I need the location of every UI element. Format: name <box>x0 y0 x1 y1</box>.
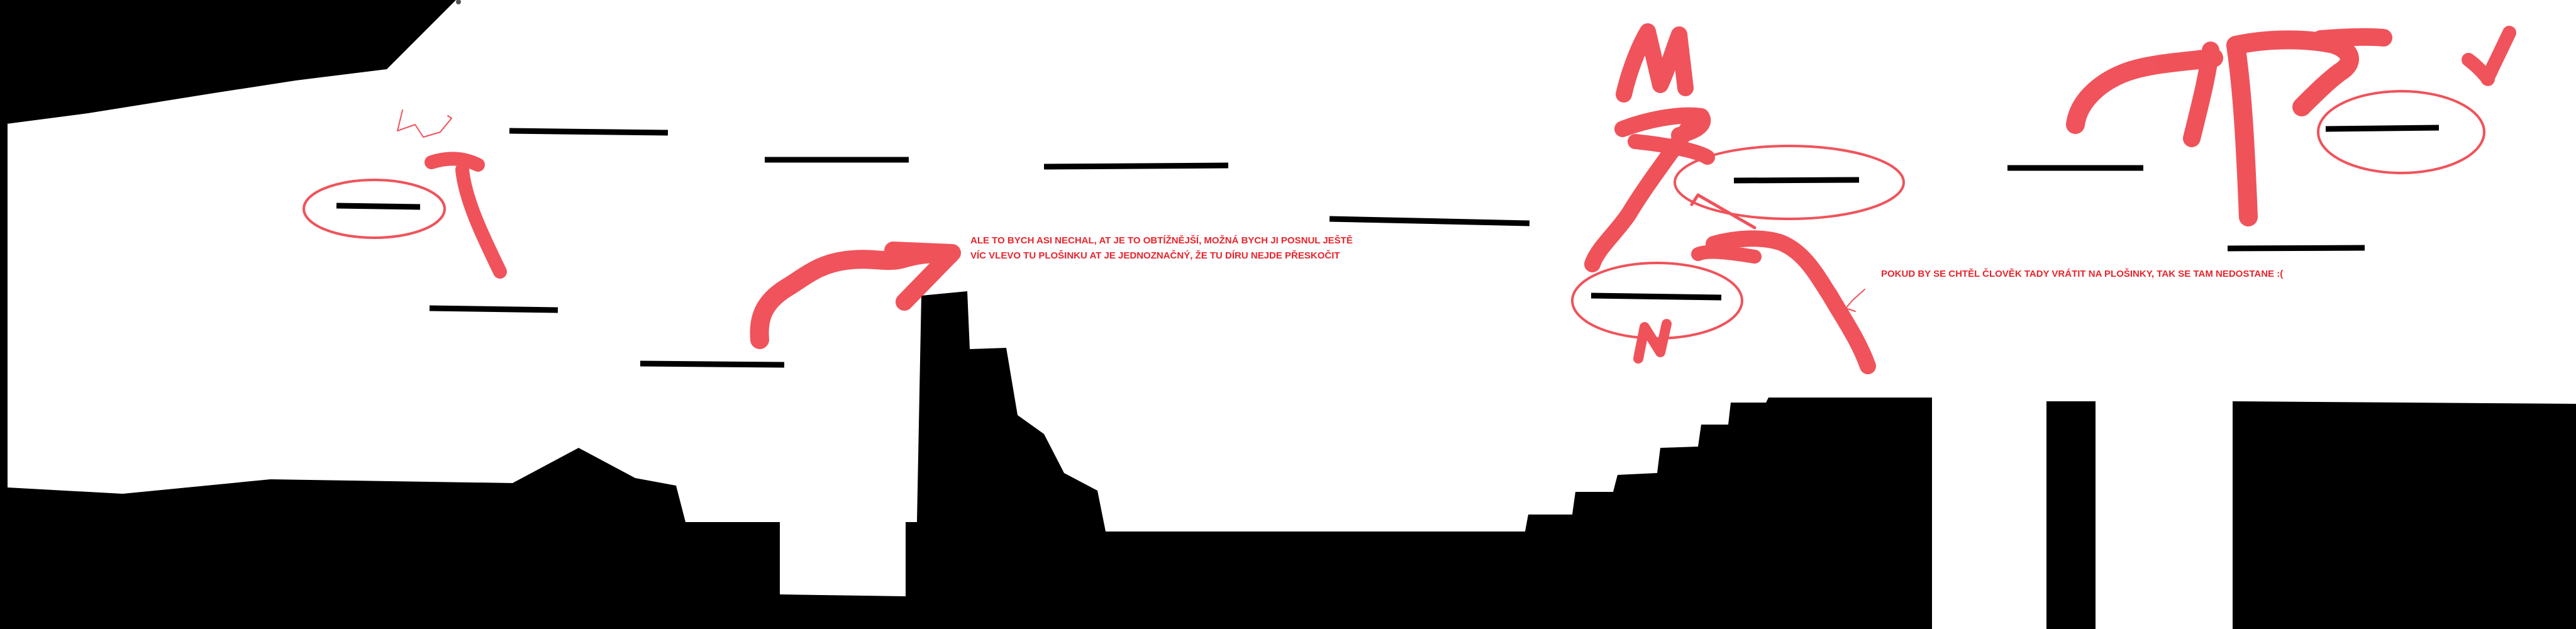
note-1-line-2: VÍC VLEVO TU PLOŠINKU AT JE JEDNOZNAČNÝ,… <box>970 250 1340 261</box>
stray-mark <box>456 0 461 4</box>
note-2-line-1: POKUD BY SE CHTĚL ČLOVĚK TADY VRÁTIT NA … <box>1881 269 2284 279</box>
arrow-head-hole <box>884 242 961 311</box>
hook-arrow-down <box>2183 42 2219 147</box>
thin-scribble <box>397 109 452 138</box>
platform <box>1329 216 1530 226</box>
thin-scribble <box>1845 289 1865 312</box>
top-hook <box>2226 30 2359 116</box>
arrow-left-tail <box>1691 245 1762 264</box>
connector-line <box>1696 193 1757 230</box>
note-1-line-1: ALE TO BYCH ASI NECHAL, AT JE TO OBTÍŽNĚ… <box>970 235 1353 246</box>
annotation-note-1: ALE TO BYCH ASI NECHAL, AT JE TO OBTÍŽNĚ… <box>970 233 1353 264</box>
annotation-note-2: POKUD BY SE CHTĚL ČLOVĚK TADY VRÁTIT NA … <box>1881 267 2283 282</box>
platforms <box>336 125 2440 368</box>
platform <box>2325 125 2440 132</box>
highlight-circle <box>2317 90 2485 174</box>
platform <box>509 128 669 136</box>
platform <box>336 203 421 210</box>
platform <box>1733 177 1860 184</box>
ceiling-rock <box>0 0 456 124</box>
highlight-circle <box>303 179 446 239</box>
scribble-small-n <box>1633 319 1672 364</box>
right-block <box>2233 401 2576 629</box>
platform <box>1591 292 1722 301</box>
annotations <box>303 23 2516 374</box>
right-tick <box>2462 26 2516 86</box>
hook-arrow <box>2066 48 2223 134</box>
platform <box>429 305 558 313</box>
platform <box>640 360 785 368</box>
left-wall <box>0 124 906 629</box>
highlight-circle <box>1571 262 1743 340</box>
connector-line <box>1690 193 1700 206</box>
top-bar <box>2312 28 2392 48</box>
cave-floor-ridge <box>906 291 1932 629</box>
pillar <box>2046 401 2096 629</box>
arrow-down-right <box>1706 230 1876 374</box>
highlight-circle <box>1674 145 1905 220</box>
zigzag-right <box>1628 134 1715 165</box>
arrow-up-left <box>425 152 507 279</box>
vertical-stroke <box>2226 36 2258 226</box>
scribble-n <box>1616 23 1694 103</box>
platform <box>1043 162 1229 170</box>
